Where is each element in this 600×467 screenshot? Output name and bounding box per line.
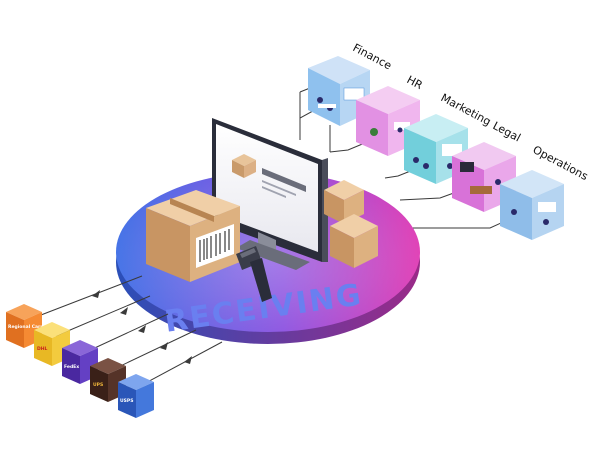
department-label-legal: Legal — [491, 119, 523, 144]
connector-regional-carrier — [27, 275, 143, 321]
department-label-hr: HR — [405, 73, 425, 92]
carrier-box-usps: USPS — [118, 374, 154, 418]
package-small-bottom — [330, 214, 378, 268]
carrier-logo-ups: UPS — [93, 382, 103, 388]
room-operations — [500, 170, 564, 240]
screen-bar — [262, 168, 306, 192]
department-rooms — [308, 56, 564, 240]
screen-package-icon — [232, 154, 256, 178]
carrier-logo-fedex: FedEx — [64, 364, 79, 370]
barcode-scanner-icon — [236, 246, 272, 302]
carrier-boxes: Regional Carrier DHL FedEx UPS U — [6, 304, 154, 418]
connector-operations — [410, 216, 514, 229]
connector-fedex — [85, 313, 169, 353]
carrier-connectors — [27, 275, 223, 387]
connector-ups — [111, 329, 197, 371]
carrier-logo-usps: USPS — [120, 398, 133, 404]
package-small-top — [324, 180, 364, 224]
carrier-logo-dhl: DHL — [37, 346, 48, 352]
package-large — [146, 190, 240, 282]
connector-usps — [139, 341, 223, 387]
room-finance — [308, 56, 370, 126]
screen-line-2 — [262, 186, 286, 198]
screen-line-1 — [262, 180, 296, 196]
carrier-logo-regional: Regional Carrier — [8, 324, 50, 330]
connector-dhl — [55, 295, 151, 337]
